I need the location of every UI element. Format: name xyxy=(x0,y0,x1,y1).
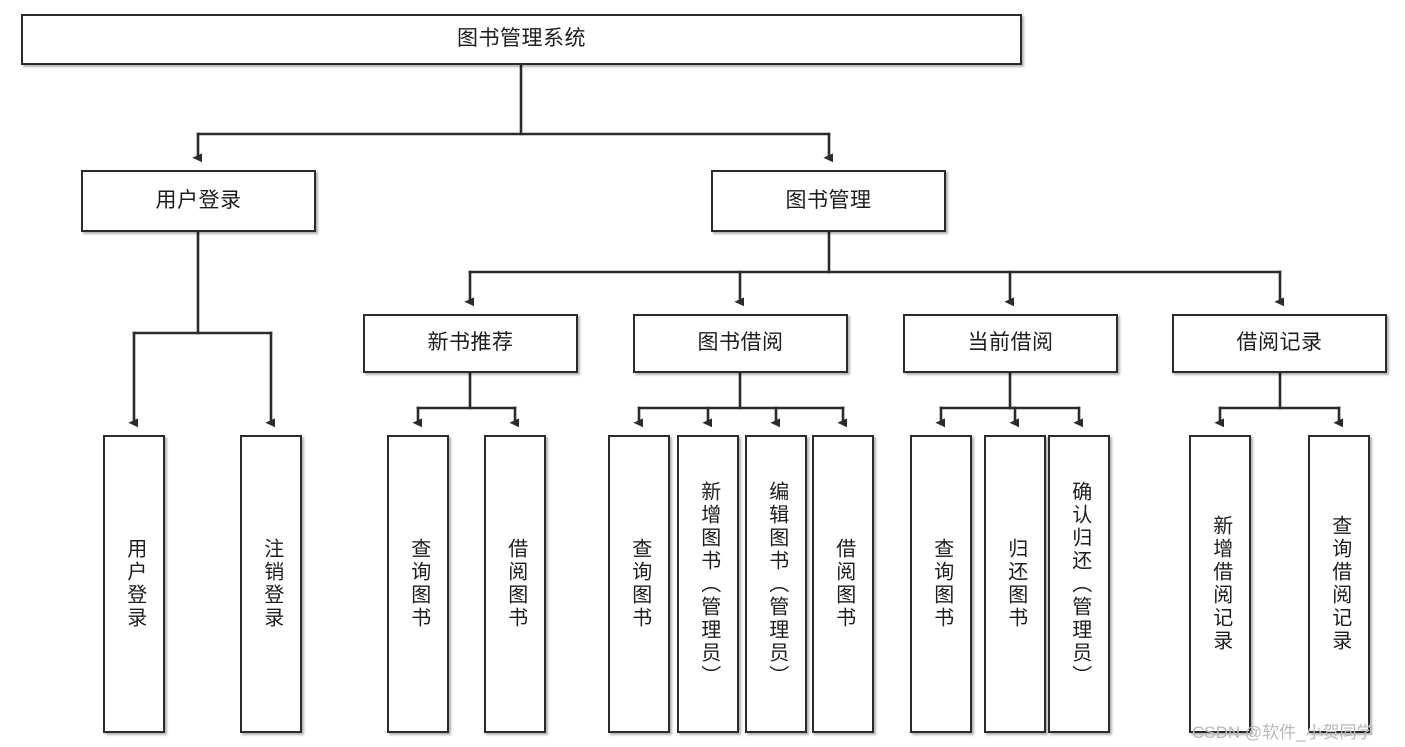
node-leaf-query-book-cur[interactable]: 查询图书 xyxy=(910,435,972,733)
watermark-text: CSDN @软件_小贺同学 xyxy=(1192,723,1374,742)
node-book-manage[interactable]: 图书管理 xyxy=(711,170,946,232)
node-leaf-query-book-rec-label: 查询图书 xyxy=(407,538,430,630)
node-leaf-user-login[interactable]: 用户登录 xyxy=(103,435,165,733)
node-leaf-query-book-borrow-label: 查询图书 xyxy=(628,538,651,630)
node-leaf-return-book-label: 归还图书 xyxy=(1004,538,1027,630)
node-new-book-recommend-label: 新书推荐 xyxy=(427,331,514,355)
node-book-manage-label: 图书管理 xyxy=(785,188,872,212)
node-leaf-borrow-book[interactable]: 借阅图书 xyxy=(812,435,874,733)
node-user-login[interactable]: 用户登录 xyxy=(81,170,316,232)
node-book-borrow-label: 图书借阅 xyxy=(697,331,784,355)
node-leaf-borrow-book-rec[interactable]: 借阅图书 xyxy=(484,435,546,733)
node-leaf-user-logout-label: 注销登录 xyxy=(260,538,283,630)
node-root[interactable]: 图书管理系统 xyxy=(21,14,1022,65)
node-leaf-add-book[interactable]: 新增图书（管理员） xyxy=(677,435,739,733)
node-book-borrow[interactable]: 图书借阅 xyxy=(633,314,848,373)
node-leaf-confirm-return-label: 确认归还（管理员） xyxy=(1068,480,1091,688)
node-leaf-edit-book-label: 编辑图书（管理员） xyxy=(765,480,788,688)
node-leaf-user-login-label: 用户登录 xyxy=(123,538,146,630)
node-user-login-label: 用户登录 xyxy=(155,188,242,212)
node-borrow-record-label: 借阅记录 xyxy=(1236,331,1323,355)
node-leaf-add-book-label: 新增图书（管理员） xyxy=(697,480,720,688)
node-leaf-query-book-borrow[interactable]: 查询图书 xyxy=(608,435,670,733)
node-leaf-user-logout[interactable]: 注销登录 xyxy=(240,435,302,733)
node-current-borrow-label: 当前借阅 xyxy=(967,331,1054,355)
node-new-book-recommend[interactable]: 新书推荐 xyxy=(363,314,578,373)
node-current-borrow[interactable]: 当前借阅 xyxy=(903,314,1118,373)
node-leaf-query-borrow-record[interactable]: 查询借阅记录 xyxy=(1308,435,1370,733)
node-leaf-add-borrow-record-label: 新增借阅记录 xyxy=(1209,515,1232,653)
node-leaf-borrow-book-label: 借阅图书 xyxy=(832,538,855,630)
node-leaf-confirm-return[interactable]: 确认归还（管理员） xyxy=(1048,435,1110,733)
node-leaf-edit-book[interactable]: 编辑图书（管理员） xyxy=(745,435,807,733)
node-borrow-record[interactable]: 借阅记录 xyxy=(1172,314,1387,373)
node-leaf-query-book-cur-label: 查询图书 xyxy=(930,538,953,630)
node-root-label: 图书管理系统 xyxy=(457,27,586,51)
node-leaf-borrow-book-rec-label: 借阅图书 xyxy=(504,538,527,630)
node-leaf-query-borrow-record-label: 查询借阅记录 xyxy=(1328,515,1351,653)
node-leaf-add-borrow-record[interactable]: 新增借阅记录 xyxy=(1189,435,1251,733)
node-leaf-query-book-rec[interactable]: 查询图书 xyxy=(387,435,449,733)
node-leaf-return-book[interactable]: 归还图书 xyxy=(984,435,1046,733)
